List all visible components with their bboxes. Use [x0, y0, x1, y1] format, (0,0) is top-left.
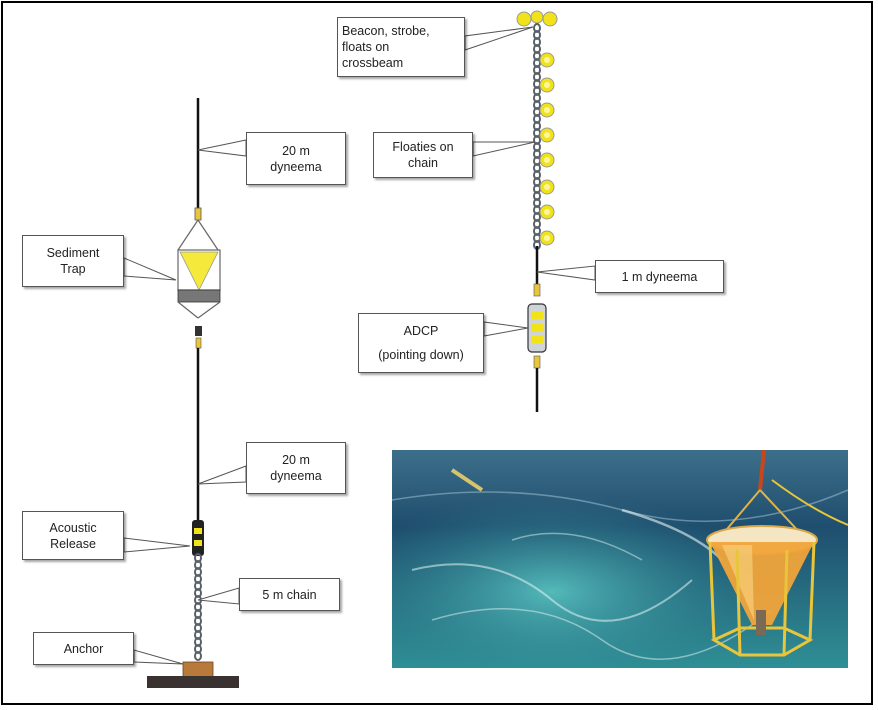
floaty-highlight [544, 209, 550, 215]
callout-anchor-text: Anchor [63, 641, 104, 656]
callout-sediment-trap: Sediment Trap [22, 235, 124, 287]
top-shackle [194, 207, 202, 221]
callout-adcp: ADCP (pointing down) [358, 313, 484, 373]
callout-chain-text: 5 m chain [262, 587, 317, 602]
chain-link [194, 651, 202, 661]
callout-chain: 5 m chain [239, 578, 340, 611]
callout-pointers [123, 26, 596, 665]
chain-graphic [194, 553, 202, 661]
callout-beacon: Beacon, strobe, floats on crossbeam [337, 17, 465, 77]
callout-one-m-dyneema-text: 1 m dyneema [621, 269, 698, 284]
floaty-highlight [544, 235, 550, 241]
acoustic-release-graphic [192, 520, 204, 556]
callout-lower-dyneema: 20 m dyneema [246, 442, 346, 494]
adcp-graphic [527, 303, 547, 353]
callout-floaties: Floaties on chain [373, 132, 473, 178]
callout-one-m-dyneema: 1 m dyneema [595, 260, 724, 293]
callout-adcp-line1: ADCP [403, 324, 439, 338]
right-mooring [516, 10, 558, 412]
left-mooring [147, 98, 239, 688]
callout-floaties-text: Floaties on chain [392, 140, 454, 170]
floaty-chain-graphic [533, 23, 555, 250]
callout-top-dyneema-text: 20 m dyneema [270, 143, 322, 174]
callout-adcp-line2: (pointing down) [378, 348, 464, 362]
callout-sediment-trap-text: Sediment Trap [46, 246, 100, 276]
callout-acoustic-release: Acoustic Release [22, 511, 124, 560]
callout-lower-dyneema-text: 20 m dyneema [270, 453, 322, 483]
floaty-highlight [544, 57, 550, 63]
floaty-highlight [544, 107, 550, 113]
floaty-highlight [544, 82, 550, 88]
callout-beacon-text: Beacon, strobe, floats on crossbeam [342, 24, 430, 70]
callout-anchor: Anchor [33, 632, 134, 665]
trap-lower-shackle [195, 326, 202, 336]
deployment-photo [392, 450, 848, 668]
sediment-trap-graphic [177, 219, 221, 319]
anchor-base [147, 676, 239, 688]
crossbeam-floats [516, 10, 558, 27]
floaty-highlight [544, 184, 550, 190]
callout-acoustic-release-text: Acoustic Release [49, 520, 97, 551]
callout-top-dyneema: 20 m dyneema [246, 132, 346, 185]
floaty-highlight [544, 157, 550, 163]
floaty-highlight [544, 132, 550, 138]
